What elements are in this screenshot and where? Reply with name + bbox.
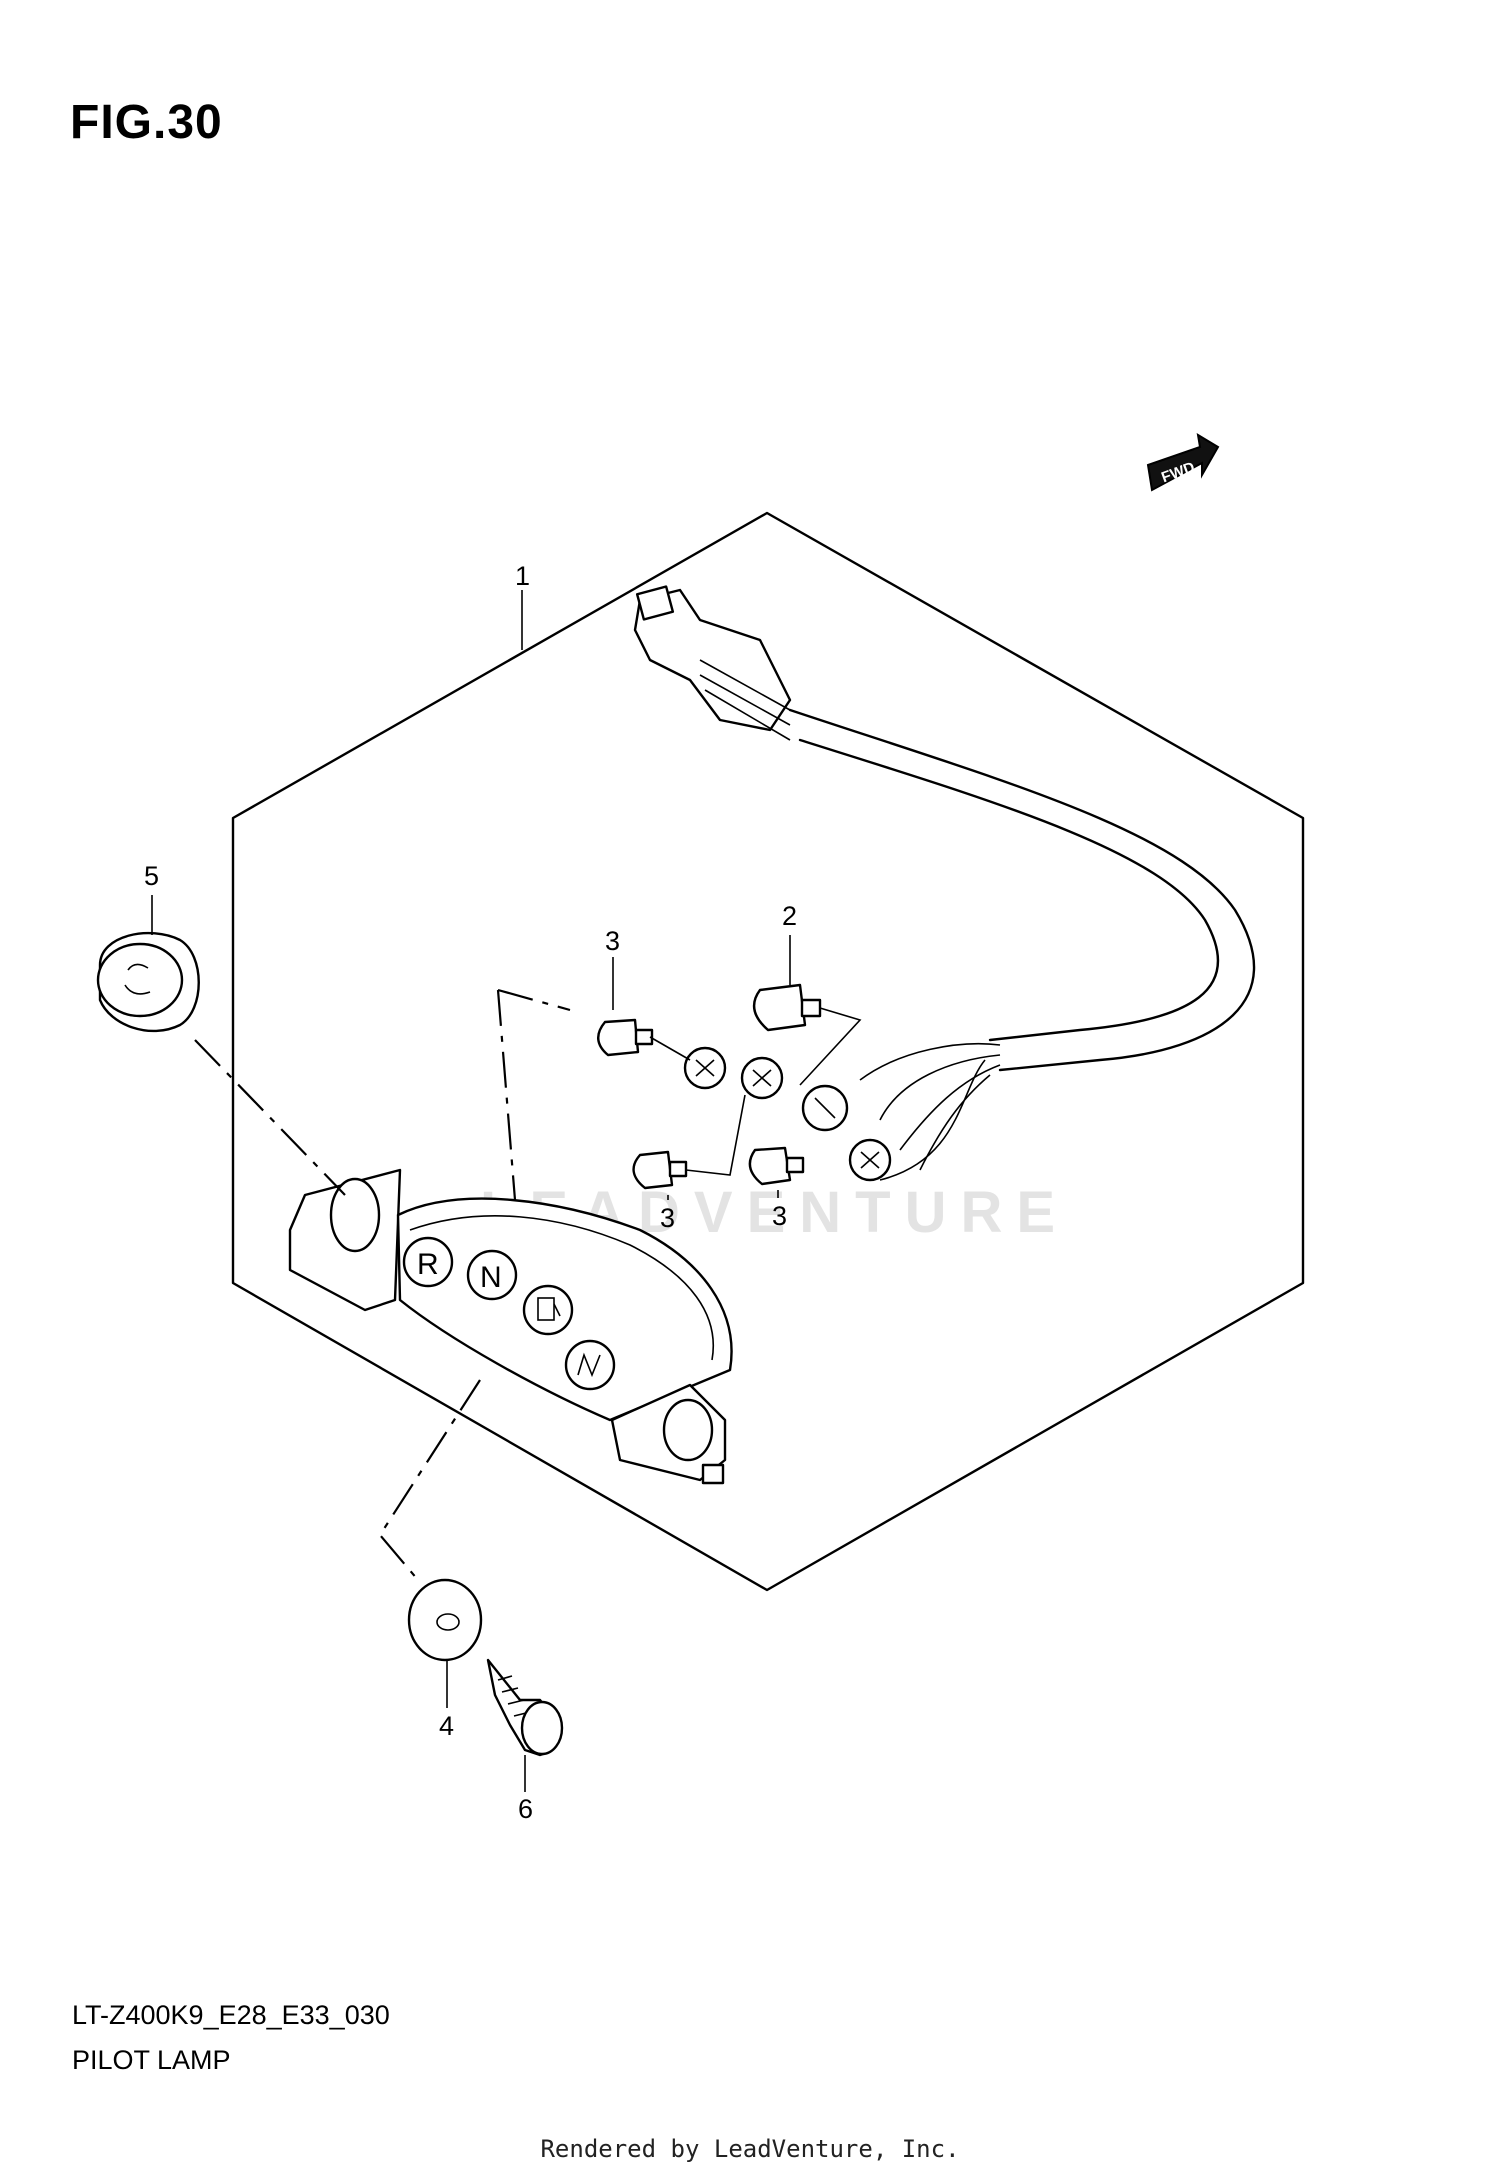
dash-grommet xyxy=(194,1039,346,1196)
washer-part-4 xyxy=(407,1578,483,1662)
callout-1: 1 xyxy=(515,561,530,591)
bulb-sockets xyxy=(683,1046,892,1182)
assembly-outline xyxy=(231,511,1305,1592)
pilot-lamp-housing: R N xyxy=(288,1168,733,1485)
callout-4: 4 xyxy=(439,1711,454,1741)
wiring-harness xyxy=(633,585,1256,1181)
callout-2: 2 xyxy=(782,901,797,931)
indicator-reverse-label: R xyxy=(417,1248,439,1281)
bulb-part-2 xyxy=(752,983,822,1032)
fuel-icon xyxy=(522,1284,574,1336)
bulb-part-3-left xyxy=(597,1018,654,1057)
section-name: PILOT LAMP xyxy=(72,2045,231,2075)
fi-warning-icon xyxy=(564,1339,616,1391)
bulb-part-3-lower-left xyxy=(632,1150,688,1190)
callout-3c: 3 xyxy=(772,1201,787,1231)
figure-title: FIG.30 xyxy=(70,96,223,149)
dash-washer xyxy=(378,1379,481,1581)
grommet-part-5 xyxy=(96,932,200,1033)
callout-3b: 3 xyxy=(660,1203,675,1233)
fwd-arrow-icon: FWD xyxy=(1146,433,1220,492)
indicator-neutral: N xyxy=(466,1249,518,1301)
callout-5: 5 xyxy=(144,861,159,891)
model-code: LT-Z400K9_E28_E33_030 xyxy=(72,2000,390,2030)
dash-housing-left xyxy=(496,989,517,1201)
dash-bulb-top xyxy=(497,988,571,1012)
screw-part-6 xyxy=(486,1658,564,1757)
bulb-part-3-lower-right xyxy=(748,1146,805,1186)
render-credit: Rendered by LeadVenture, Inc. xyxy=(540,2135,960,2163)
callout-6: 6 xyxy=(518,1794,533,1824)
indicator-reverse: R xyxy=(402,1236,454,1288)
indicator-neutral-label: N xyxy=(480,1261,502,1294)
callout-3a: 3 xyxy=(605,926,620,956)
